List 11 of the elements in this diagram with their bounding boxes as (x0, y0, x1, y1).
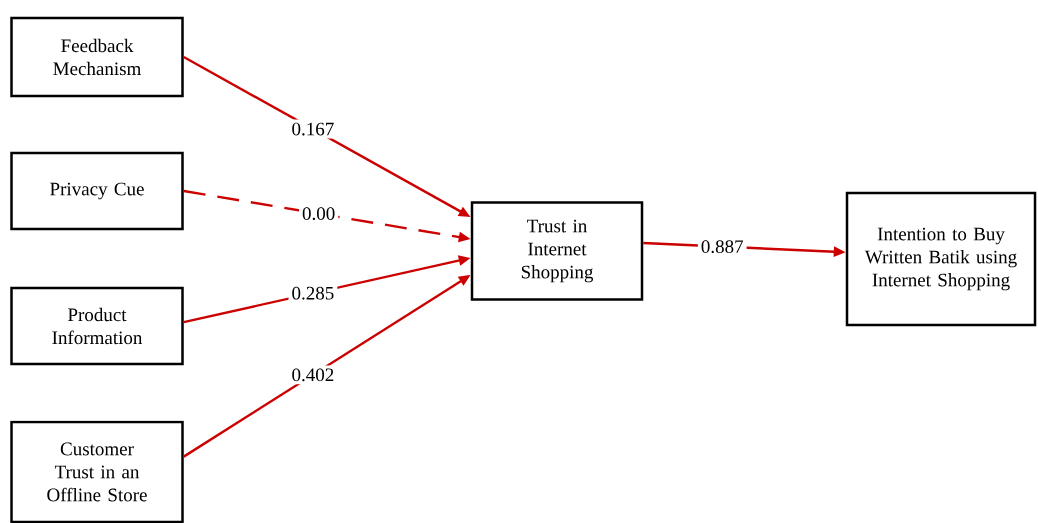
process-box: Trust in Internet Shopping (470, 201, 644, 301)
process-box: Customer Trust in an Offline Store (10, 420, 184, 523)
process-box: Feedback Mechanism (10, 16, 184, 98)
edge-label: 0.402 (288, 365, 338, 385)
edge-label: 0.887 (697, 237, 747, 257)
edge-label: 0.00 (299, 204, 339, 224)
process-box: Intention to Buy Written Batik using Internet Shopping (845, 191, 1037, 327)
edge-label: 0.167 (288, 119, 338, 139)
process-box: Product Information (10, 286, 184, 366)
process-box: Privacy Cue (10, 151, 184, 231)
edge-label: 0.285 (288, 283, 338, 303)
